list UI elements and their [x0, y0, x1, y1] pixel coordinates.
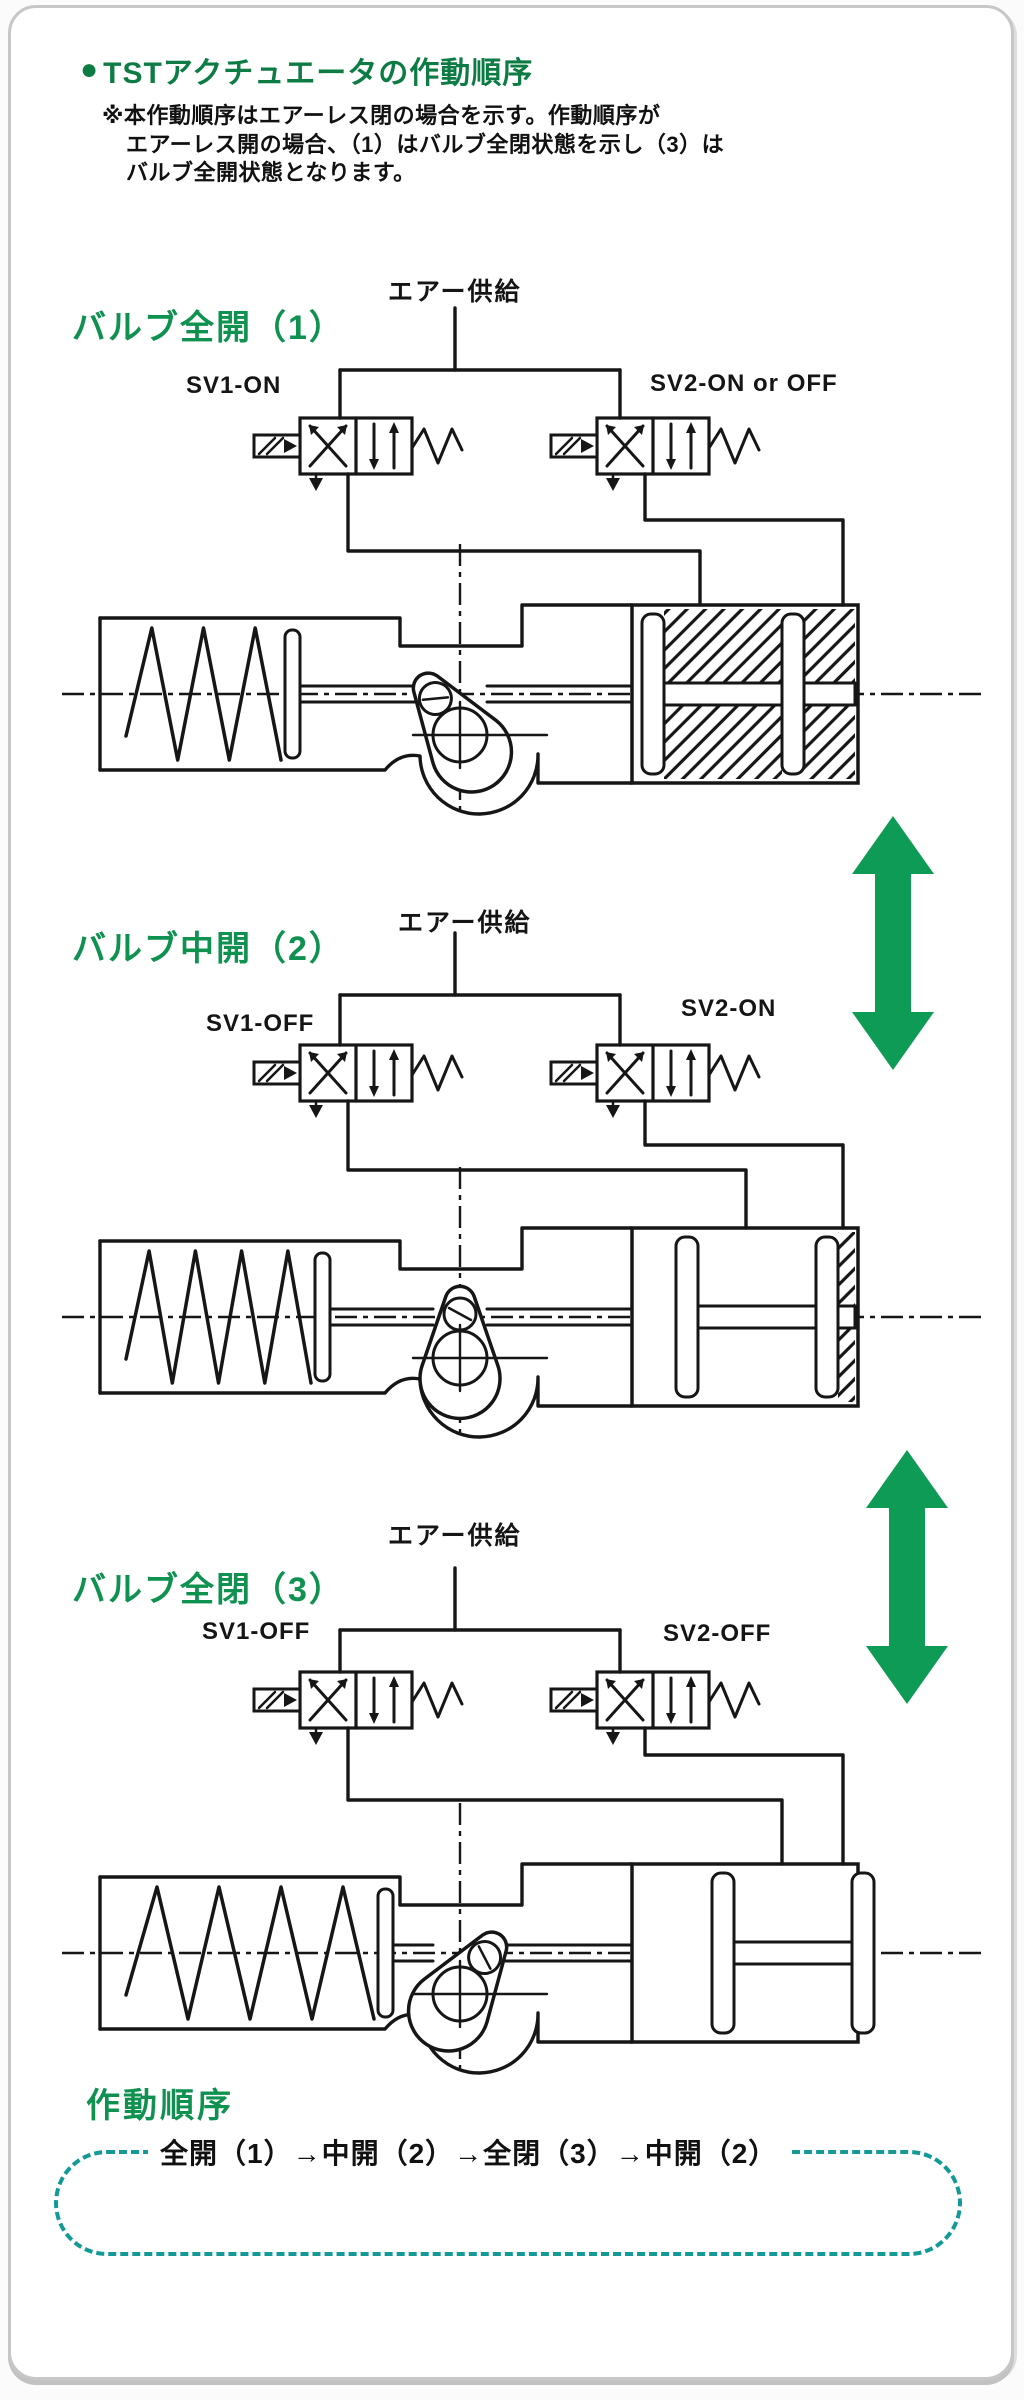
- sequence-title: 作動順序: [86, 2087, 234, 2125]
- up-down-arrow-icon: [852, 816, 934, 1070]
- page-title-text: TSTアクチュエータの作動順序: [103, 57, 534, 90]
- bullet-icon: ●: [80, 53, 99, 86]
- section-label-valve-full-closed: バルブ全閉（3）: [72, 1571, 345, 1609]
- note-line: バルブ全開状態となります。: [126, 160, 416, 186]
- section-label-valve-half-open: バルブ中開（2）: [72, 930, 345, 968]
- section-label-valve-full-open: バルブ全開（1）: [72, 309, 345, 347]
- sv1-state-label-3: SV1-OFF: [202, 1618, 311, 1645]
- sv2-state-label-1: SV2-ON or OFF: [650, 370, 838, 397]
- sv1-state-label-2: SV1-OFF: [206, 1010, 315, 1037]
- page-title: ● TSTアクチュエータの作動順序: [80, 48, 533, 92]
- air-supply-label-1: エアー供給: [388, 278, 522, 306]
- air-supply-label-2: エアー供給: [398, 909, 532, 937]
- up-down-arrow-icon: [866, 1450, 948, 1704]
- sv1-state-label-1: SV1-ON: [186, 372, 282, 399]
- sv2-state-label-3: SV2-OFF: [663, 1620, 772, 1647]
- note-paragraph: ※本作動順序はエアーレス閉の場合を示す。作動順序が エアーレス開の場合、（1）は…: [102, 102, 724, 188]
- sequence-text: 全開（1）→中開（2）→全閉（3）→中開（2）: [148, 2132, 790, 2172]
- sv2-state-label-2: SV2-ON: [681, 995, 777, 1022]
- note-line: ※本作動順序はエアーレス閉の場合を示す。作動順序が: [102, 103, 661, 128]
- pneumatic-diagram-full-closed: [62, 1566, 985, 2075]
- pneumatic-diagram-full-open: [62, 306, 985, 816]
- note-line: エアーレス開の場合、（1）はバルブ全閉状態を示し（3）は: [126, 131, 725, 157]
- pneumatic-diagram-half-open: [62, 931, 985, 1439]
- air-supply-label-3: エアー供給: [388, 1522, 522, 1550]
